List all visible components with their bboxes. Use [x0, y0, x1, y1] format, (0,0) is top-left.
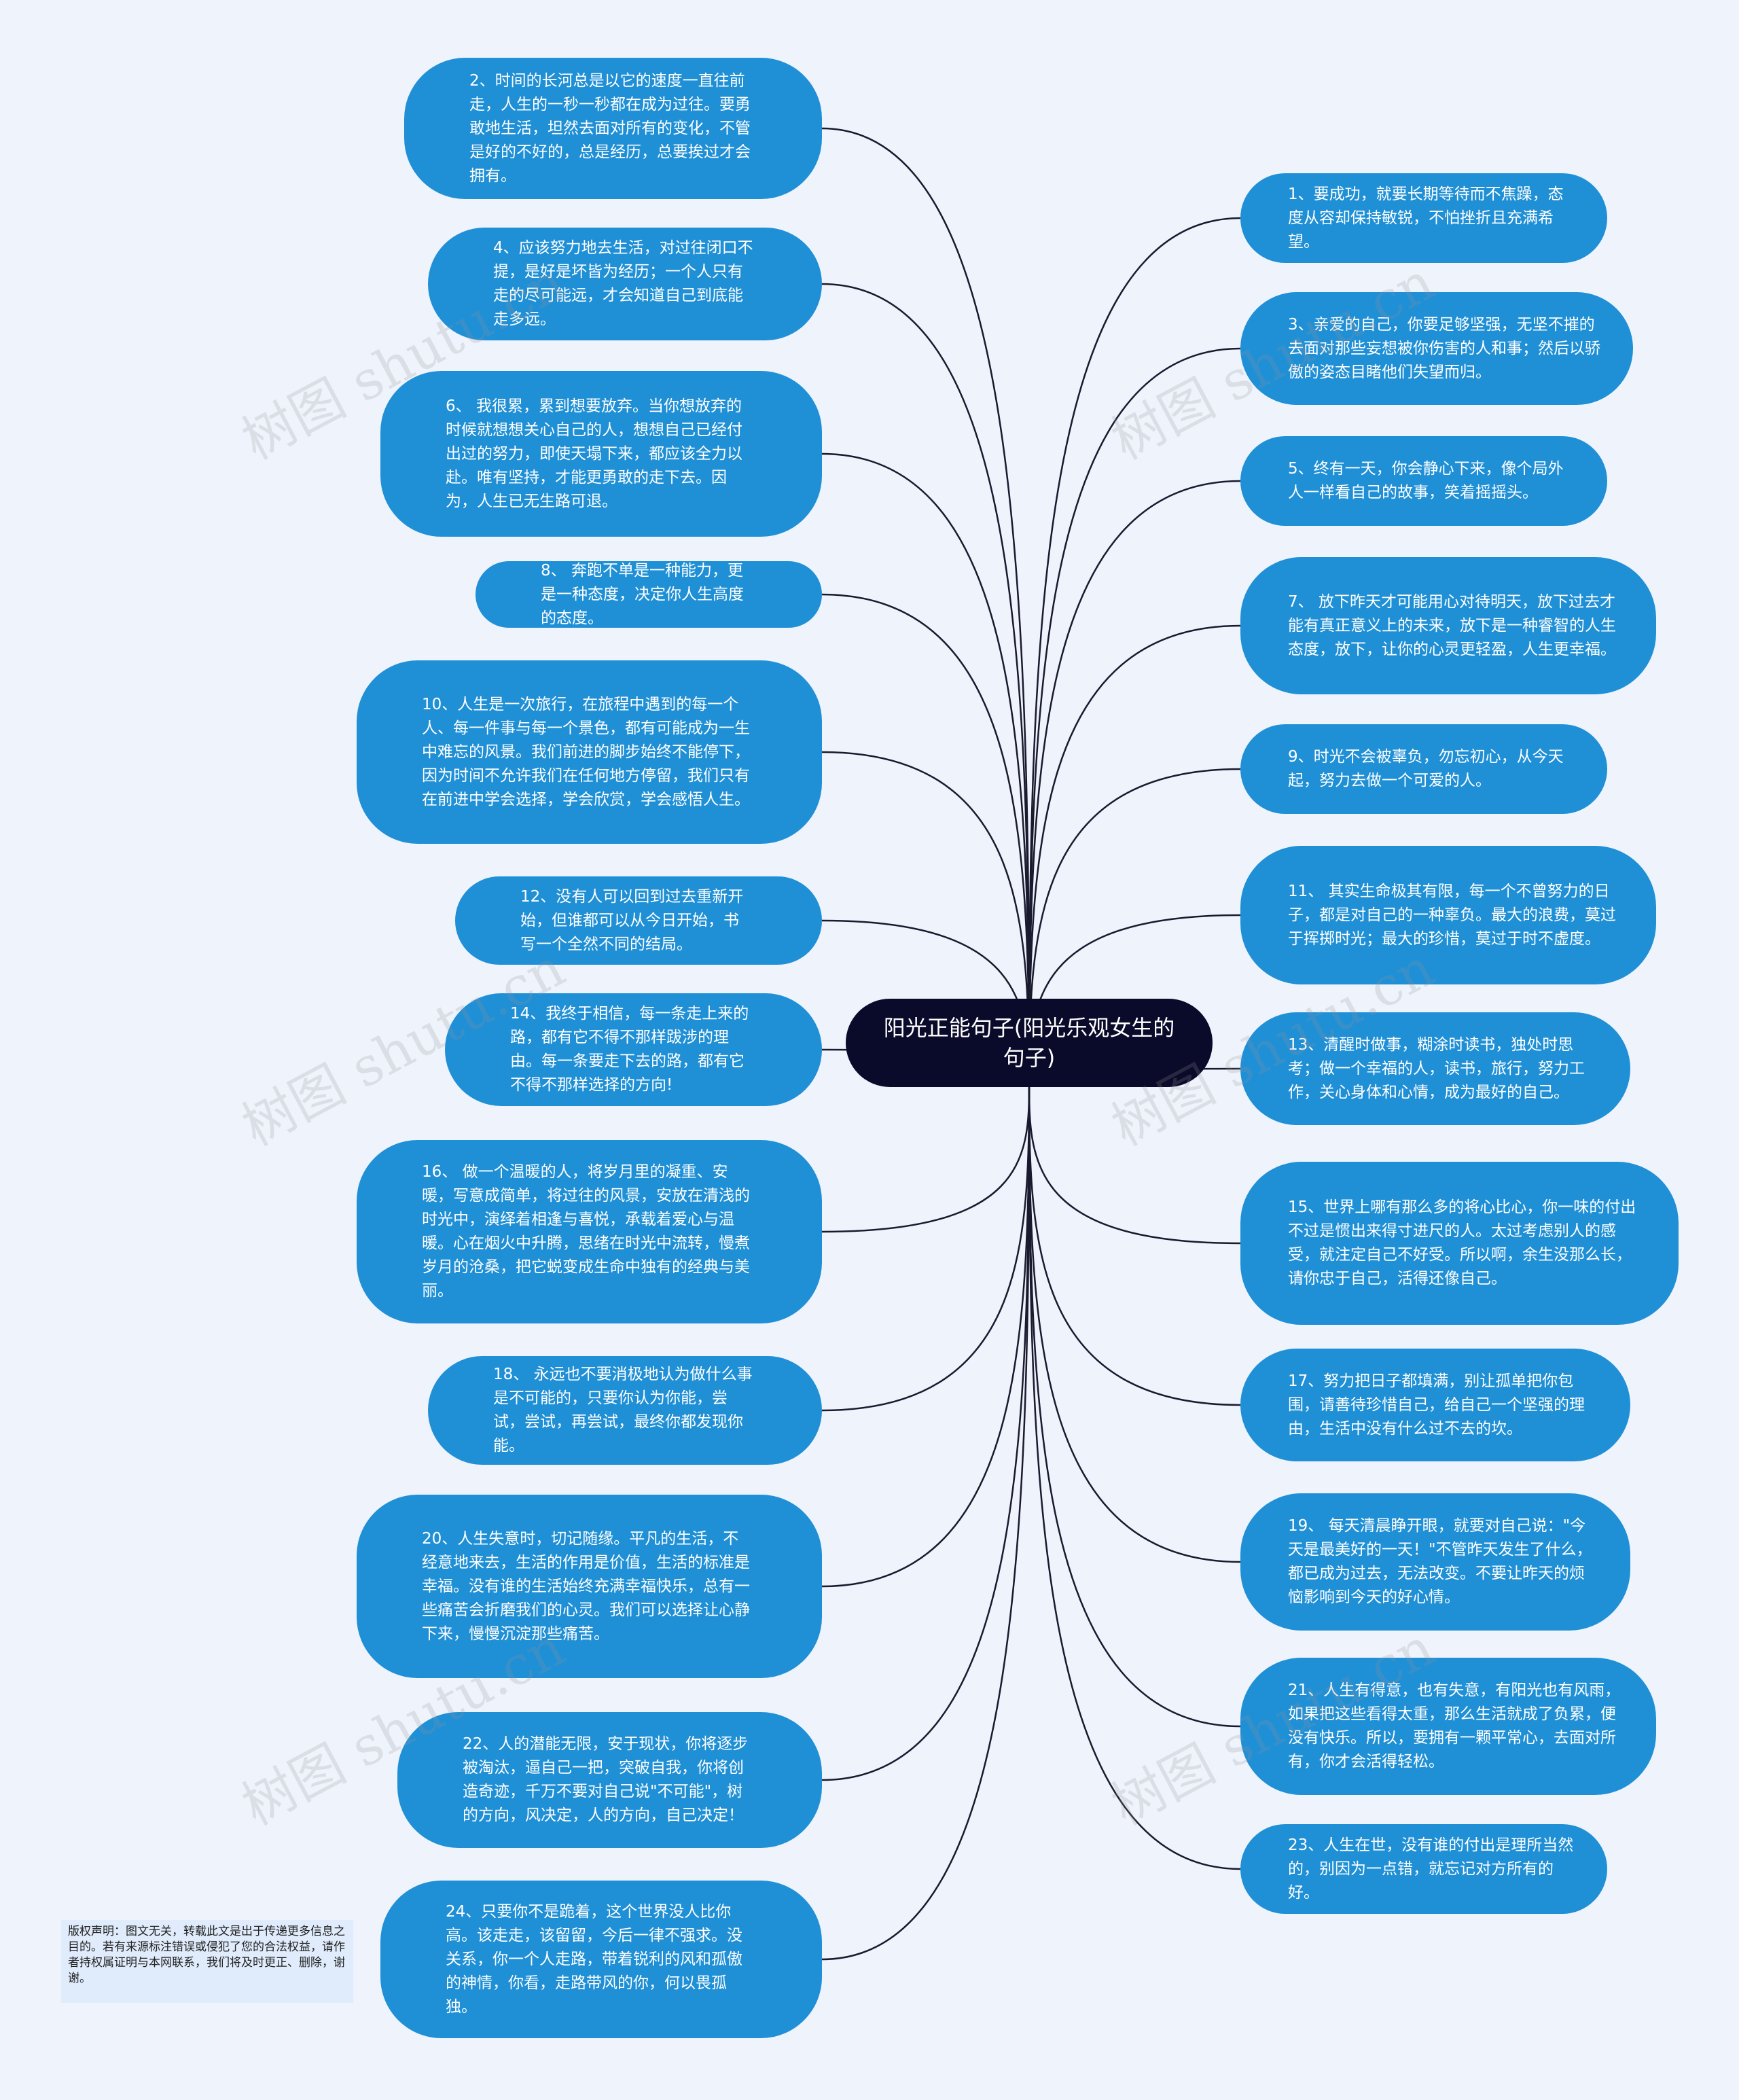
right-node-3[interactable]: 5、终有一天，你会静心下来，像个局外人一样看自己的故事，笑着摇摇头。	[1240, 436, 1607, 526]
left-node-6[interactable]: 12、没有人可以回到过去重新开始，但谁都可以从今日开始，书写一个全然不同的结局。	[455, 876, 822, 965]
connector-left-11	[821, 1086, 1030, 1781]
right-node-5[interactable]: 9、时光不会被辜负，勿忘初心，从今天起，努力去做一个可爱的人。	[1240, 724, 1607, 814]
left-node-12[interactable]: 24、只要你不是跪着，这个世界没人比你高。该走走，该留留，今后一律不强求。没关系…	[380, 1881, 822, 2038]
left-node-11[interactable]: 22、人的潜能无限，安于现状，你将逐步被淘汰，逼自己一把，突破自我，你将创造奇迹…	[397, 1712, 822, 1848]
connector-right-9	[1028, 1086, 1241, 1406]
connector-right-2	[1028, 347, 1241, 1088]
connector-left-9	[821, 1086, 1030, 1412]
connector-right-4	[1028, 624, 1241, 1088]
left-node-7[interactable]: 14、我终于相信，每一条走上来的路，都有它不得不那样跋涉的理由。每一条要走下去的…	[445, 993, 822, 1106]
right-node-10[interactable]: 19、 每天清晨睁开眼，就要对自己说："今天是最美好的一天！"不管昨天发生了什么…	[1240, 1493, 1630, 1631]
left-node-3[interactable]: 6、 我很累，累到想要放弃。当你想放弃的时候就想想关心自己的人，想想自己已经付出…	[380, 371, 822, 537]
connector-left-4	[821, 593, 1030, 1088]
left-node-4[interactable]: 8、 奔跑不单是一种能力，更是一种态度，决定你人生高度的态度。	[476, 561, 822, 628]
right-node-11[interactable]: 21、人生有得意，也有失意，有阳光也有风雨，如果把这些看得太重，那么生活就成了负…	[1240, 1658, 1656, 1795]
right-node-2[interactable]: 3、亲爱的自己，你要足够坚强，无坚不摧的去面对那些妄想被你伤害的人和事；然后以骄…	[1240, 292, 1633, 405]
connector-left-1	[821, 127, 1030, 1088]
connector-right-8	[1028, 1086, 1241, 1245]
connector-right-1	[1028, 217, 1241, 1088]
left-node-10[interactable]: 20、人生失意时，切记随缘。平凡的生活，不经意地来去，生活的作用是价值，生活的标…	[357, 1495, 822, 1678]
right-node-1[interactable]: 1、要成功，就要长期等待而不焦躁，态度从容却保持敏锐，不怕挫折且充满希望。	[1240, 173, 1607, 263]
left-node-9[interactable]: 18、 永远也不要消极地认为做什么事是不可能的，只要你认为你能，尝试，尝试，再尝…	[428, 1356, 822, 1465]
connector-left-3	[821, 452, 1030, 1088]
connector-right-3	[1028, 480, 1241, 1088]
connector-left-10	[821, 1086, 1030, 1588]
copyright-note: 版权声明：图文无关，转载此文是出于传递更多信息之目的。若有来源标注错误或侵犯了您…	[61, 1920, 353, 2003]
left-node-5[interactable]: 10、人生是一次旅行，在旅程中遇到的每一个人、每一件事与每一个景色，都有可能成为…	[357, 660, 822, 844]
connector-right-12	[1028, 1086, 1241, 1870]
left-node-1[interactable]: 2、时间的长河总是以它的速度一直往前走，人生的一秒一秒都在成为过往。要勇敢地生活…	[404, 58, 822, 199]
connector-left-8	[821, 1086, 1030, 1233]
left-node-2[interactable]: 4、应该努力地去生活，对过往闭口不提，是好是坏皆为经历；一个人只有走的尽可能远，…	[428, 228, 822, 340]
left-node-8[interactable]: 16、 做一个温暖的人，将岁月里的凝重、安暖，写意成简单，将过往的风景，安放在清…	[357, 1140, 822, 1323]
right-node-6[interactable]: 11、 其实生命极其有限，每一个不曾努力的日子，都是对自己的一种辜负。最大的浪费…	[1240, 846, 1656, 984]
center-topic[interactable]: 阳光正能句子(阳光乐观女生的句子)	[846, 999, 1213, 1087]
connector-right-10	[1028, 1086, 1241, 1563]
connector-left-12	[821, 1086, 1030, 1961]
right-node-9[interactable]: 17、努力把日子都填满，别让孤单把你包围，请善待珍惜自己，给自己一个坚强的理由，…	[1240, 1349, 1630, 1461]
connector-left-2	[821, 283, 1030, 1088]
right-node-12[interactable]: 23、人生在世，没有谁的付出是理所当然的，别因为一点错，就忘记对方所有的好。	[1240, 1824, 1607, 1914]
right-node-4[interactable]: 7、 放下昨天才可能用心对待明天，放下过去才能有真正意义上的未来，放下是一种睿智…	[1240, 557, 1656, 694]
right-node-7[interactable]: 13、清醒时做事，糊涂时读书，独处时思考；做一个幸福的人，读书，旅行，努力工作，…	[1240, 1012, 1630, 1125]
right-node-8[interactable]: 15、世界上哪有那么多的将心比心，你一味的付出不过是惯出来得寸进尺的人。太过考虑…	[1240, 1162, 1679, 1325]
connector-right-11	[1028, 1086, 1241, 1728]
